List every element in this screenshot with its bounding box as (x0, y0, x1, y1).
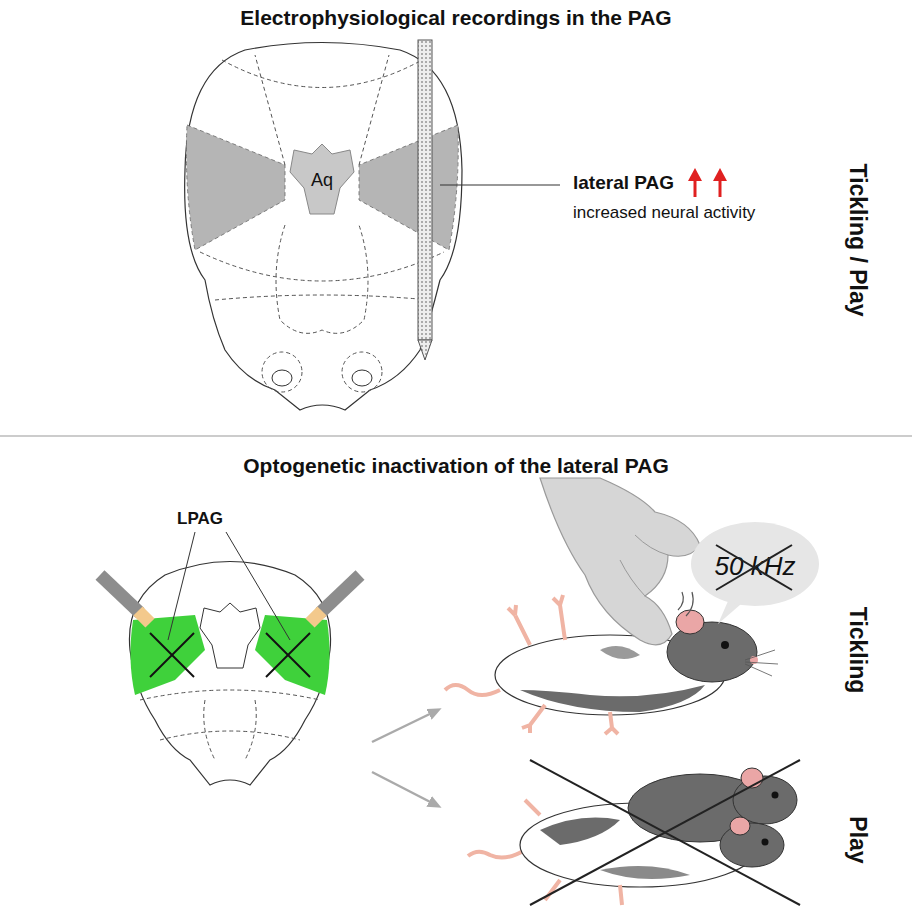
up-arrow-head (713, 168, 727, 181)
annotation-text: increased neural activity (573, 203, 755, 223)
rat-paw (553, 595, 565, 640)
leader-line (168, 532, 195, 640)
call-cross (716, 545, 792, 590)
rat-paw (522, 705, 545, 733)
region-boundary (245, 700, 256, 760)
nucleus-outline (352, 370, 372, 386)
increase-arrows (688, 168, 727, 197)
blocked-cross (530, 760, 800, 905)
optic-fiber (320, 575, 360, 613)
leader-line (226, 532, 290, 640)
outcome-arrow (372, 772, 438, 806)
rat-fur-patch (520, 685, 705, 712)
region-boundary (255, 55, 285, 165)
rat-fur-patch (600, 866, 690, 879)
inactivation-cross (150, 633, 194, 677)
region-boundary (140, 690, 320, 700)
nucleus-outline (342, 352, 382, 392)
nucleus-outline (272, 370, 292, 386)
bubble-body (691, 522, 819, 606)
section-divider (0, 435, 912, 437)
leader-line (440, 184, 560, 185)
outcome-arrow (372, 710, 438, 742)
node-text-group: Aq (282, 142, 362, 218)
inactivation-cross (266, 633, 310, 677)
optic-fiber (100, 575, 140, 613)
blocked-cross (530, 760, 800, 905)
region-boundary (276, 225, 368, 333)
hand-fingers (620, 535, 668, 596)
region-boundary (204, 700, 215, 760)
hand (540, 478, 700, 645)
node-text: 50 kHz (715, 551, 796, 582)
rat-head (720, 823, 784, 867)
aqueduct-region: Aq (282, 142, 362, 218)
region-label: lateral PAG (573, 172, 674, 194)
electrode-tip (418, 340, 432, 360)
region-boundary (215, 295, 430, 300)
lateral-pag-left (186, 125, 285, 250)
rat-paw (508, 605, 530, 645)
rat-paw (605, 712, 618, 734)
region-boundary (222, 60, 422, 88)
rat-fur-patch (540, 818, 620, 845)
nucleus-outline (262, 352, 302, 392)
condition-label: Tickling / Play (845, 164, 871, 317)
region-boundary (200, 252, 444, 281)
lpag-right-green (255, 615, 330, 695)
inactivation-cross (150, 633, 194, 677)
node-text-group: 50 kHz (690, 520, 820, 612)
rat-tail (445, 685, 500, 695)
tickling-hand (540, 478, 700, 645)
aqueduct (200, 603, 260, 668)
rat-ear (730, 817, 750, 835)
fiber-tip (138, 611, 150, 623)
motion-lines (678, 592, 693, 616)
rat-eye (721, 641, 729, 649)
rat-fur-patch (600, 646, 640, 659)
rat-ear (676, 610, 704, 634)
region-boundary (160, 731, 300, 740)
up-arrow-head (688, 168, 702, 181)
speech-bubble: 50 kHz (690, 520, 820, 612)
condition-label: Play (845, 816, 871, 863)
recording-electrode (418, 40, 432, 360)
rat-paw (525, 800, 622, 905)
rat-whiskers (745, 650, 778, 676)
playing-rats (468, 760, 800, 905)
inactivation-cross (266, 633, 310, 677)
rat-tail (468, 850, 525, 858)
brain-slice-bottom (100, 532, 360, 785)
lateral-pag-right (359, 125, 458, 250)
aqueduct-outline (290, 144, 354, 214)
section-heading: Optogenetic inactivation of the lateral … (0, 454, 912, 478)
electrode-shaft (418, 40, 432, 340)
fiber-tip (310, 611, 322, 623)
section-heading: Electrophysiological recordings in the P… (0, 6, 912, 30)
region-label: LPAG (177, 509, 223, 529)
condition-label: Tickling (845, 607, 871, 694)
rat-eye (772, 792, 779, 799)
call-cross (716, 545, 792, 590)
region-boundary (359, 55, 389, 165)
lpag-left-green (130, 615, 205, 695)
rat-eye (762, 839, 769, 846)
node-text: Aq (311, 170, 333, 191)
slice-outline (129, 562, 330, 786)
